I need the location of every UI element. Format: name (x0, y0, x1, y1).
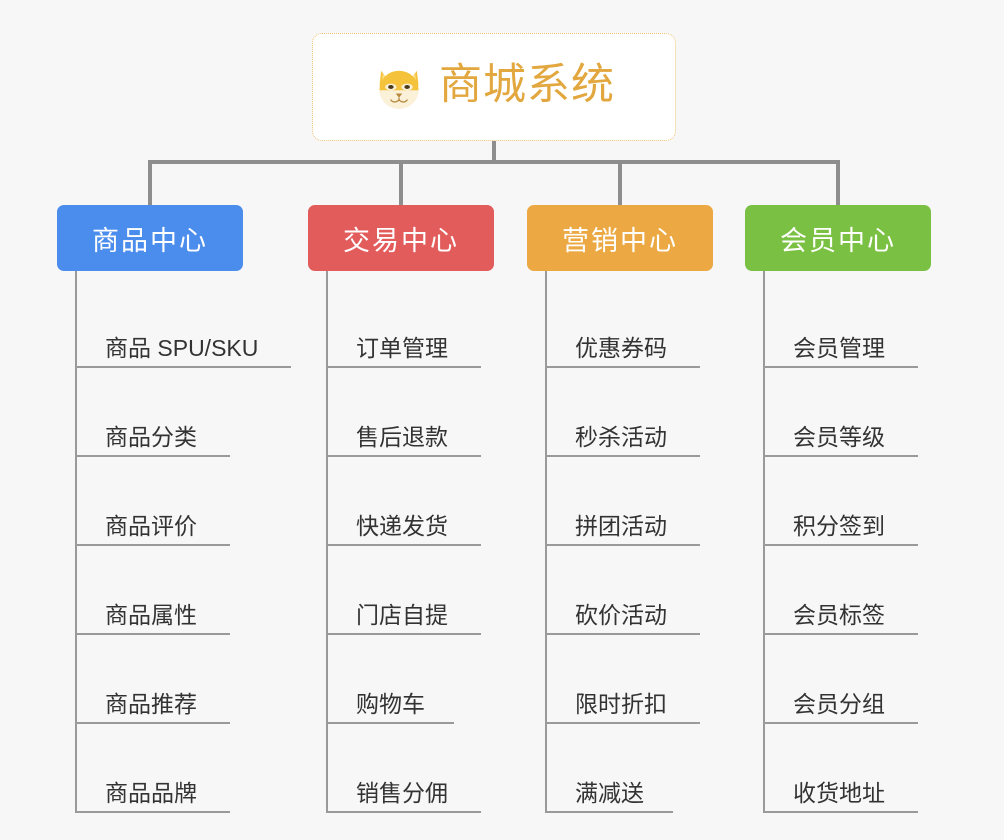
list-item-label: 会员管理 (793, 335, 885, 362)
column-marketing-center: 营销中心优惠券码秒杀活动拼团活动砍价活动限时折扣满减送 (527, 205, 713, 813)
list-item-label: 收货地址 (793, 780, 885, 807)
column-product-center: 商品中心商品 SPU/SKU 商品分类商品评价商品属性商品推荐商品品牌 (57, 205, 291, 813)
list-item-label: 商品品牌 (105, 780, 197, 807)
column-items-product-center: 商品 SPU/SKU 商品分类商品评价商品属性商品推荐商品品牌 (75, 271, 291, 813)
list-item[interactable]: 积分签到 (763, 457, 931, 546)
list-item-rule (326, 722, 454, 724)
list-item-rule (75, 633, 230, 635)
list-item-label: 购物车 (356, 691, 425, 718)
column-trade-center: 交易中心订单管理售后退款快递发货门店自提购物车销售分佣 (308, 205, 494, 813)
list-item-label: 满减送 (575, 780, 644, 807)
list-item[interactable]: 会员等级 (763, 368, 931, 457)
list-item-rule (763, 455, 918, 457)
list-item-rule (326, 544, 481, 546)
list-item-label: 优惠券码 (575, 335, 667, 362)
list-item[interactable]: 商品评价 (75, 457, 258, 546)
connector-drop-marketing-center (618, 160, 622, 205)
list-item[interactable]: 商品 SPU/SKU (75, 279, 291, 368)
column-items-trade-center: 订单管理售后退款快递发货门店自提购物车销售分佣 (326, 271, 494, 813)
column-spine (545, 271, 547, 811)
list-item-label: 积分签到 (793, 513, 885, 540)
list-item-label: 销售分佣 (356, 780, 448, 807)
list-item[interactable]: 满减送 (545, 724, 713, 813)
column-header-trade-center[interactable]: 交易中心 (308, 205, 494, 271)
list-item-rule (545, 811, 673, 813)
list-item[interactable]: 会员分组 (763, 635, 931, 724)
list-item-rule (545, 633, 700, 635)
connector-drop-member-center (836, 160, 840, 205)
list-item-rule (763, 811, 918, 813)
list-item-label: 商品 SPU/SKU (105, 335, 259, 362)
list-item[interactable]: 优惠券码 (545, 279, 713, 368)
list-item-label: 限时折扣 (575, 691, 667, 718)
list-item[interactable]: 销售分佣 (326, 724, 494, 813)
column-items-marketing-center: 优惠券码秒杀活动拼团活动砍价活动限时折扣满减送 (545, 271, 713, 813)
list-item-label: 商品推荐 (105, 691, 197, 718)
list-item[interactable]: 限时折扣 (545, 635, 713, 724)
list-item-rule (75, 455, 230, 457)
list-item-label: 订单管理 (356, 335, 448, 362)
shiba-dog-icon (379, 70, 419, 109)
list-item-label: 商品评价 (105, 513, 197, 540)
list-item-rule (545, 544, 700, 546)
list-item-rule (545, 366, 700, 368)
list-item-label: 商品属性 (105, 602, 197, 629)
page-title: 商城系统 (439, 60, 615, 109)
column-header-product-center[interactable]: 商品中心 (57, 205, 243, 271)
list-item[interactable]: 商品分类 (75, 368, 258, 457)
list-item-rule (763, 722, 918, 724)
root-node: 商城系统 (312, 33, 676, 141)
connector-root-stem (492, 141, 496, 164)
list-item[interactable]: 订单管理 (326, 279, 494, 368)
column-spine (763, 271, 765, 811)
list-item-rule (326, 455, 481, 457)
connector-bus (148, 160, 840, 164)
list-item-rule (326, 366, 481, 368)
column-member-center: 会员中心会员管理会员等级积分签到会员标签会员分组收货地址 (745, 205, 931, 813)
list-item[interactable]: 购物车 (326, 635, 494, 724)
column-spine (75, 271, 77, 811)
list-item[interactable]: 收货地址 (763, 724, 931, 813)
list-item-label: 商品分类 (105, 424, 197, 451)
list-item[interactable]: 快递发货 (326, 457, 494, 546)
column-header-member-center[interactable]: 会员中心 (745, 205, 931, 271)
list-item[interactable]: 售后退款 (326, 368, 494, 457)
list-item-label: 砍价活动 (575, 602, 667, 629)
connector-drop-product-center (148, 160, 152, 205)
list-item-label: 秒杀活动 (575, 424, 667, 451)
list-item-rule (763, 544, 918, 546)
list-item-label: 拼团活动 (575, 513, 667, 540)
list-item-label: 售后退款 (356, 424, 448, 451)
list-item[interactable]: 拼团活动 (545, 457, 713, 546)
list-item-rule (75, 366, 291, 368)
list-item-label: 门店自提 (356, 602, 448, 629)
connector-drop-trade-center (399, 160, 403, 205)
list-item[interactable]: 商品品牌 (75, 724, 258, 813)
list-item[interactable]: 秒杀活动 (545, 368, 713, 457)
list-item-rule (763, 633, 918, 635)
list-item-label: 会员分组 (793, 691, 885, 718)
list-item[interactable]: 商品推荐 (75, 635, 258, 724)
list-item[interactable]: 商品属性 (75, 546, 258, 635)
list-item[interactable]: 砍价活动 (545, 546, 713, 635)
list-item-rule (545, 722, 700, 724)
list-item-rule (326, 633, 481, 635)
column-spine (326, 271, 328, 811)
list-item-rule (545, 455, 700, 457)
column-items-member-center: 会员管理会员等级积分签到会员标签会员分组收货地址 (763, 271, 931, 813)
list-item[interactable]: 门店自提 (326, 546, 494, 635)
list-item-label: 会员等级 (793, 424, 885, 451)
list-item-label: 会员标签 (793, 602, 885, 629)
column-header-marketing-center[interactable]: 营销中心 (527, 205, 713, 271)
list-item[interactable]: 会员标签 (763, 546, 931, 635)
list-item[interactable]: 会员管理 (763, 279, 931, 368)
list-item-rule (75, 544, 230, 546)
list-item-rule (326, 811, 481, 813)
list-item-label: 快递发货 (356, 513, 448, 540)
list-item-rule (763, 366, 918, 368)
list-item-rule (75, 811, 230, 813)
list-item-rule (75, 722, 230, 724)
